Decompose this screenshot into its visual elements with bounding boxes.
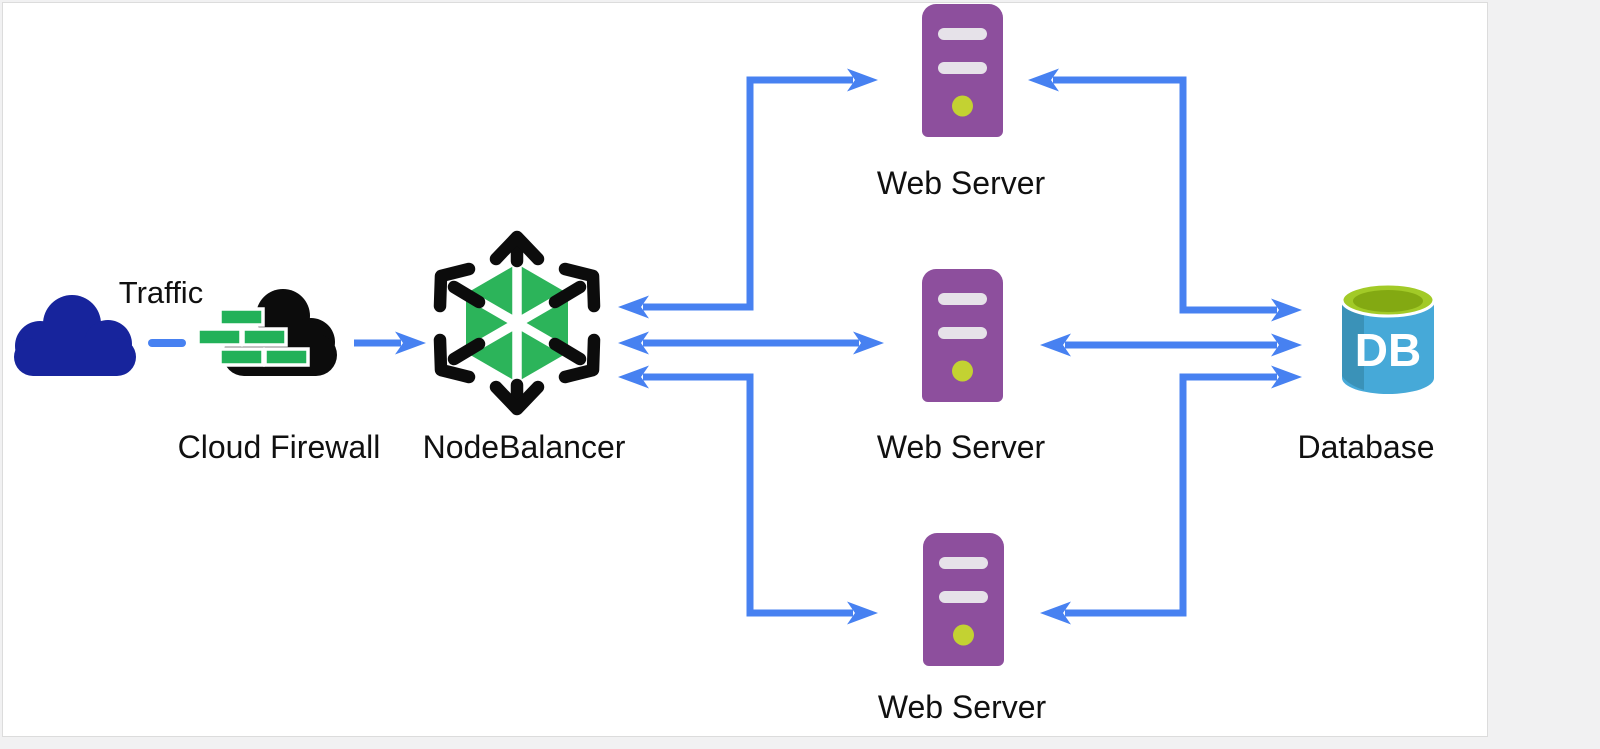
- web-server-1-label: Web Server: [876, 165, 1046, 201]
- link-webserver-1-database: [1028, 68, 1302, 322]
- database-icon: DB: [1340, 282, 1436, 394]
- cloud-firewall-label: Cloud Firewall: [177, 429, 381, 465]
- nodebalancer-icon: [433, 230, 601, 416]
- database-label: Database: [1297, 429, 1435, 465]
- link-nodebalancer-webserver-2: [618, 331, 884, 355]
- traffic-cloud-icon: [14, 295, 136, 376]
- link-webserver-2-database: [1040, 333, 1302, 357]
- web-server-3-label: Web Server: [877, 689, 1047, 725]
- link-webserver-3-database: [1040, 365, 1302, 625]
- db-badge-text: DB: [1355, 324, 1421, 376]
- web-server-2-label: Web Server: [876, 429, 1046, 465]
- web-server-1-icon: [922, 4, 1003, 137]
- web-server-3-icon: [923, 533, 1004, 666]
- link-nodebalancer-webserver-1: [618, 68, 878, 319]
- cloud-firewall-icon: [196, 289, 337, 376]
- traffic-label: Traffic: [118, 275, 204, 310]
- web-server-2-icon: [922, 269, 1003, 402]
- link-firewall-nodebalancer: [354, 331, 426, 355]
- nodebalancer-label: NodeBalancer: [422, 429, 626, 465]
- link-nodebalancer-webserver-3: [618, 365, 878, 625]
